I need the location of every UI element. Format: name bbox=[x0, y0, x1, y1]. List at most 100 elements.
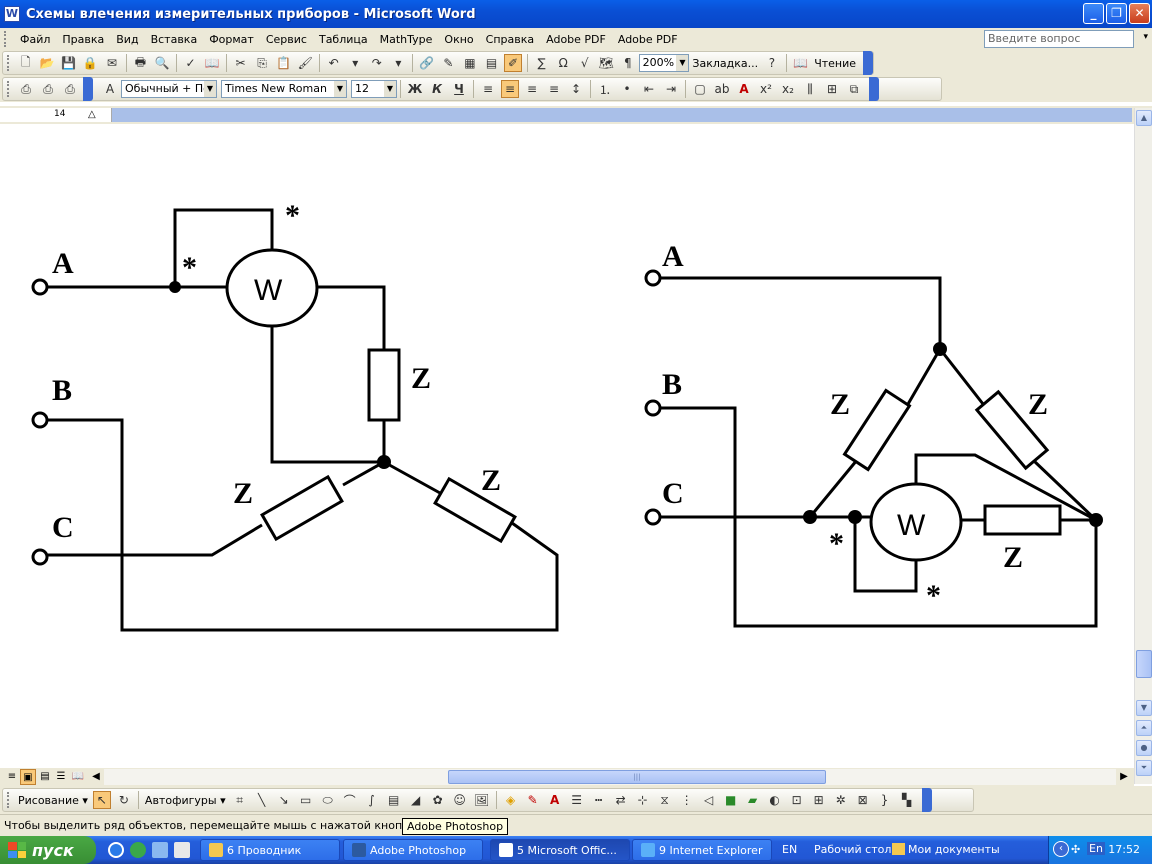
email-icon[interactable]: ✉ bbox=[106, 56, 117, 70]
scroll-left-icon[interactable]: ◀ bbox=[92, 771, 100, 782]
pdf-email-icon[interactable]: ⎙ bbox=[43, 81, 53, 96]
arc-icon[interactable]: ⌒ bbox=[343, 793, 356, 808]
menu-adobe-pdf-2[interactable]: Adobe PDF bbox=[617, 32, 678, 46]
dash-style-icon[interactable]: ┅ bbox=[594, 793, 603, 807]
arrow-icon[interactable]: ↘ bbox=[278, 793, 289, 807]
pilcrow-icon[interactable]: ¶ bbox=[624, 56, 632, 70]
picture-icon[interactable]: 🖼 bbox=[473, 793, 490, 807]
outline-view-icon[interactable]: ☰ bbox=[56, 771, 66, 782]
menu-tools[interactable]: Сервис bbox=[265, 32, 307, 46]
menu-file[interactable]: Файл bbox=[20, 32, 51, 46]
superscript-icon[interactable]: x² bbox=[760, 82, 772, 96]
drawing-icon[interactable]: ✐ bbox=[504, 54, 522, 72]
horizontal-scroll-thumb[interactable]: ||| bbox=[448, 770, 826, 784]
previous-page-icon[interactable]: ⏶ bbox=[1136, 720, 1152, 736]
undo-icon[interactable]: ↶ bbox=[328, 56, 339, 70]
paste-icon[interactable]: 📋 bbox=[276, 56, 292, 70]
task-ie[interactable]: 9 Internet Explorer bbox=[632, 839, 772, 861]
rotate-icon[interactable]: ↻ bbox=[118, 793, 129, 807]
help-icon[interactable]: ? bbox=[768, 56, 776, 70]
vertical-scrollbar[interactable]: ▲ ▼ ⏶ ● ⏷ bbox=[1134, 108, 1152, 784]
open-folder-icon[interactable]: 📂 bbox=[39, 56, 55, 70]
regroup-icon[interactable]: ✲ bbox=[835, 793, 846, 807]
align-left-icon[interactable]: ≡ bbox=[482, 82, 494, 96]
nudge-icon[interactable]: ◁ bbox=[703, 793, 714, 807]
toolbar-grip[interactable] bbox=[7, 792, 11, 808]
toolbar-options-icon[interactable] bbox=[83, 77, 93, 101]
more-shapes-icon[interactable]: ▚ bbox=[901, 793, 912, 807]
sqrt-icon[interactable]: √ bbox=[580, 56, 589, 70]
media-quicklaunch-icon[interactable] bbox=[130, 842, 146, 858]
scroll-up-icon[interactable]: ▲ bbox=[1136, 110, 1152, 126]
shadow-icon[interactable]: ■ bbox=[724, 793, 737, 807]
vertical-scroll-thumb[interactable] bbox=[1136, 650, 1152, 678]
fill-color-icon[interactable]: ◈ bbox=[505, 793, 516, 807]
menu-edit[interactable]: Правка bbox=[62, 32, 105, 46]
select-browse-object-icon[interactable]: ● bbox=[1136, 740, 1152, 756]
my-documents-toolbar[interactable]: Мои документы bbox=[892, 843, 1000, 856]
language-indicator[interactable]: EN bbox=[782, 843, 798, 856]
word-app-icon[interactable]: W bbox=[4, 6, 20, 22]
group-icon[interactable]: ⊡ bbox=[791, 793, 802, 807]
decrease-indent-icon[interactable]: ⇤ bbox=[643, 82, 655, 96]
spelling-icon[interactable]: ✓ bbox=[185, 56, 196, 70]
numbering-icon[interactable]: ⒈ bbox=[598, 82, 611, 97]
document-area[interactable]: A B C W * * Z Z Z A B C W * * Z Z Z bbox=[0, 124, 1134, 768]
tab-stop-icon[interactable]: △ bbox=[88, 109, 96, 120]
line-color-icon[interactable]: ✎ bbox=[527, 793, 538, 807]
research-icon[interactable]: 📖 bbox=[204, 56, 220, 70]
ie-quicklaunch-icon[interactable] bbox=[108, 842, 124, 858]
align-right-icon[interactable]: ≡ bbox=[526, 82, 538, 96]
flip-icon[interactable]: ⧖ bbox=[660, 792, 669, 807]
reading-layout-icon[interactable]: 📖 bbox=[71, 771, 85, 782]
maximize-button[interactable]: ❐ bbox=[1106, 3, 1127, 24]
toolbar-options-icon[interactable] bbox=[869, 77, 879, 101]
chevron-down-icon[interactable]: ▼ bbox=[384, 81, 396, 97]
print-icon[interactable]: 🖶 bbox=[134, 54, 147, 69]
reading-icon[interactable]: 📖 bbox=[792, 56, 808, 70]
bookmark-button[interactable]: Закладка... bbox=[692, 56, 759, 70]
menu-format[interactable]: Формат bbox=[209, 32, 254, 46]
menu-table[interactable]: Таблица bbox=[318, 32, 368, 46]
desktop-toolbar[interactable]: Рабочий стол bbox=[814, 843, 892, 856]
font-select[interactable]: Times New Roman ▼ bbox=[221, 80, 347, 98]
increase-indent-icon[interactable]: ⇥ bbox=[665, 82, 677, 96]
normal-view-icon[interactable]: ≡ bbox=[7, 771, 17, 782]
chevron-down-icon[interactable]: ▼ bbox=[334, 81, 346, 97]
diagram-icon[interactable]: ✿ bbox=[432, 793, 443, 807]
font-color-icon[interactable]: A bbox=[739, 82, 749, 96]
redo-icon[interactable]: ↷ bbox=[371, 56, 382, 70]
font-color-icon[interactable]: A bbox=[549, 793, 560, 807]
menu-grip[interactable] bbox=[4, 31, 10, 47]
scroll-right-icon[interactable]: ▶ bbox=[1120, 771, 1128, 782]
copy-icon[interactable]: ⎘ bbox=[257, 55, 267, 70]
italic-button[interactable]: К bbox=[432, 82, 442, 96]
rectangle-icon[interactable]: ▭ bbox=[299, 793, 312, 807]
reading-button[interactable]: Чтение bbox=[814, 56, 857, 70]
justify-icon[interactable]: ≡ bbox=[548, 82, 560, 96]
font-size-select[interactable]: 12 ▼ bbox=[351, 80, 397, 98]
task-photoshop[interactable]: Adobe Photoshop bbox=[343, 839, 483, 861]
line-style-icon[interactable]: ☰ bbox=[571, 793, 582, 807]
menu-insert[interactable]: Вставка bbox=[150, 32, 198, 46]
wordart-icon[interactable]: ◢ bbox=[410, 793, 421, 807]
ruler[interactable]: 14 △ bbox=[0, 106, 1152, 124]
3d-icon[interactable]: ▰ bbox=[747, 793, 758, 807]
autoshapes-button[interactable]: Автофигуры ▾ bbox=[144, 793, 226, 807]
toolbar-options-icon[interactable] bbox=[863, 51, 873, 75]
align-center-icon[interactable]: ≡ bbox=[501, 80, 519, 98]
print-preview-icon[interactable]: 🔍 bbox=[154, 56, 170, 70]
next-page-icon[interactable]: ⏷ bbox=[1136, 760, 1152, 776]
chevron-down-icon[interactable]: ▼ bbox=[676, 55, 689, 71]
task-word[interactable]: 5 Microsoft Offic... bbox=[490, 839, 630, 861]
clipart-icon[interactable]: ☺ bbox=[453, 793, 466, 807]
highlight-icon[interactable]: ab bbox=[714, 82, 730, 96]
document-map-icon[interactable]: 🗺 bbox=[598, 56, 614, 70]
insert-table-icon[interactable]: ▦ bbox=[464, 56, 476, 70]
mathtype-icon[interactable]: ∑ bbox=[537, 56, 546, 70]
menu-mathtype[interactable]: MathType bbox=[379, 32, 433, 46]
menu-view[interactable]: Вид bbox=[116, 32, 139, 46]
chevron-down-icon[interactable]: ▼ bbox=[204, 81, 216, 97]
toolbar-grip[interactable] bbox=[7, 81, 11, 97]
task-explorer[interactable]: 6 Проводник bbox=[200, 839, 340, 861]
